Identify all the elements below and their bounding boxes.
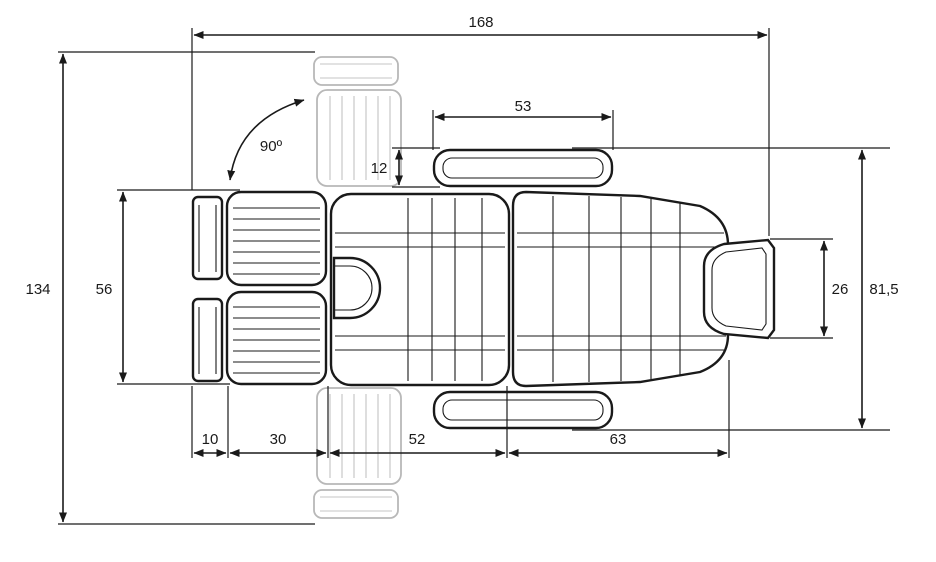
label-rotation-angle: 90º (260, 138, 283, 155)
label-foot-end: 10 (202, 431, 219, 448)
label-back-section: 63 (610, 431, 627, 448)
label-headrest-width: 26 (832, 281, 849, 298)
rotated-leg-section-top (313, 56, 402, 187)
label-seat-section: 52 (409, 431, 426, 448)
label-body-width: 81,5 (869, 281, 898, 298)
label-leg-section: 30 (270, 431, 287, 448)
foot-pad-top (191, 195, 224, 281)
rotated-leg-section-bottom (313, 387, 402, 519)
headrest (702, 238, 776, 340)
label-total-width: 134 (25, 281, 50, 298)
label-footrest-width: 56 (96, 281, 113, 298)
label-armrest-length: 53 (515, 98, 532, 115)
leg-cushion-top (225, 190, 328, 287)
leg-cushion-bottom (225, 290, 328, 386)
armrest-bottom (432, 390, 614, 430)
armrest-top (432, 148, 614, 188)
label-overall-length: 168 (468, 14, 493, 31)
seat-cushion (329, 192, 511, 387)
foot-pad-bottom (191, 297, 224, 383)
rotation-arc (227, 98, 305, 181)
label-armrest-width: 12 (371, 160, 388, 177)
backrest-cushion (511, 190, 730, 388)
extension-lines (58, 28, 890, 525)
